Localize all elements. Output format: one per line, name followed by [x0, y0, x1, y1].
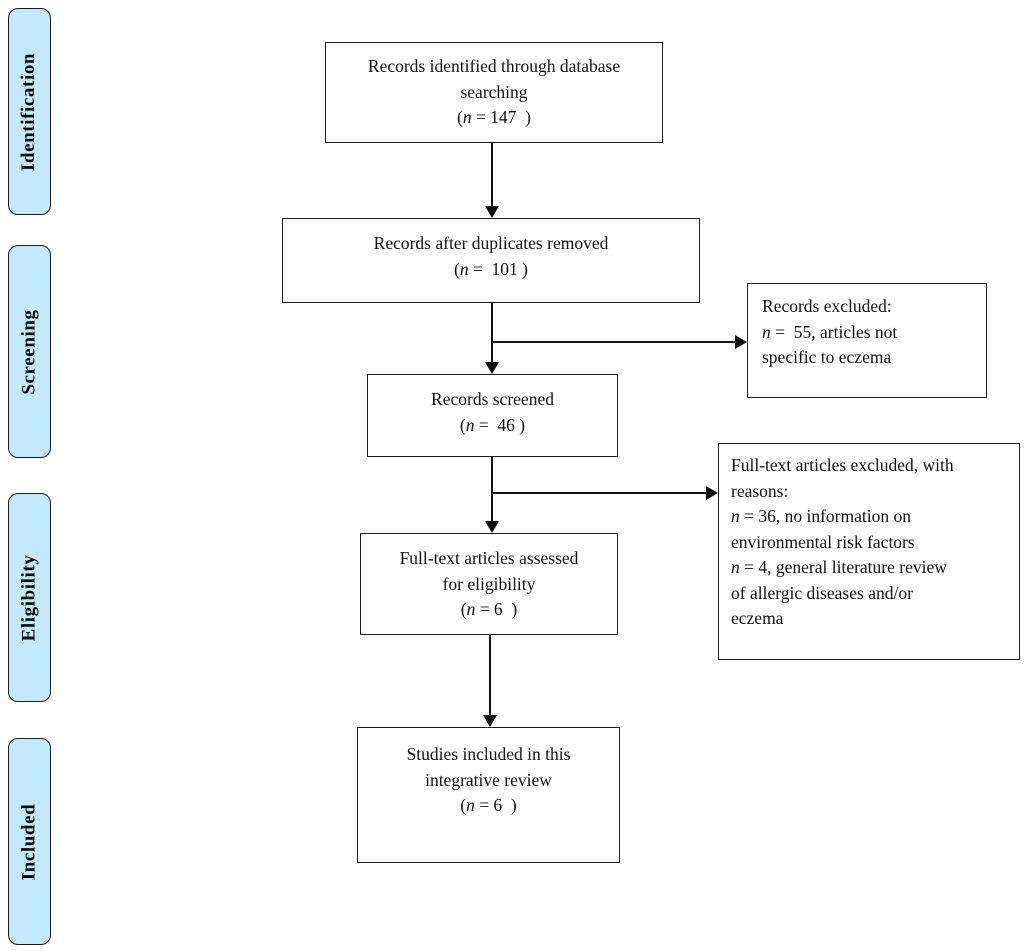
count-line: (n = 101 ): [453, 258, 529, 279]
box-line: Records after duplicates removed: [373, 233, 609, 253]
box-line: n = 36, no information on: [731, 506, 911, 526]
stage-included: Included: [8, 738, 51, 945]
box-line: Records excluded:: [762, 296, 892, 316]
box-records-screened: Records screened (n = 46 ): [367, 374, 618, 457]
stage-screening-label: Screening: [18, 308, 40, 395]
box-line: searching: [460, 81, 528, 102]
arrow-right-icon: [735, 335, 747, 349]
box-line: eczema: [731, 608, 784, 628]
arrow-down-icon: [485, 362, 499, 374]
arrow-down-icon: [483, 715, 497, 727]
arrow-down-icon: [485, 521, 499, 533]
stage-identification-label: Identification: [18, 52, 40, 171]
box-line: n = 55, articles not: [762, 321, 898, 342]
arrow-down-icon: [485, 206, 499, 218]
box-line: for eligibility: [442, 573, 536, 594]
arrow-duplicates-to-screened-line: [491, 303, 493, 363]
box-line: Studies included in this: [406, 744, 571, 764]
box-line: Records identified through database: [367, 56, 621, 76]
arrow-to-fulltext-excluded-line: [492, 492, 707, 494]
box-line: Records screened: [431, 389, 554, 409]
box-line: specific to eczema: [762, 347, 892, 367]
box-studies-included: Studies included in this integrative rev…: [357, 727, 620, 863]
box-line: integrative review: [425, 769, 552, 790]
count-line: (n = 46 ): [459, 414, 526, 435]
stage-eligibility-label: Eligibility: [18, 554, 40, 641]
box-line: n = 4, general literature review: [731, 557, 947, 577]
box-duplicates-removed: Records after duplicates removed (n = 10…: [282, 218, 700, 303]
stage-screening: Screening: [8, 245, 51, 458]
stage-included-label: Included: [18, 803, 40, 880]
count-line: (n = 147 ): [456, 107, 532, 127]
stage-eligibility: Eligibility: [8, 493, 51, 702]
count-line: (n = 6 ): [460, 599, 518, 619]
box-line: of allergic diseases and/or: [731, 582, 913, 603]
arrow-identified-to-duplicates-line: [491, 143, 493, 207]
box-records-identified: Records identified through database sear…: [325, 42, 663, 143]
box-fulltext-assessed: Full-text articles assessed for eligibil…: [360, 533, 618, 635]
stage-identification: Identification: [8, 8, 51, 215]
box-fulltext-excluded: Full-text articles excluded, with reason…: [718, 443, 1020, 660]
box-line: environmental risk factors: [731, 531, 915, 552]
box-line: Full-text articles assessed: [399, 548, 579, 568]
arrow-assessed-to-included-line: [489, 635, 491, 716]
arrow-right-icon: [706, 486, 718, 500]
box-line: Full-text articles excluded, with: [731, 455, 954, 475]
count-line: (n = 6 ): [460, 795, 517, 815]
arrow-screened-to-assessed-line: [491, 457, 493, 522]
arrow-to-records-excluded-line: [492, 341, 736, 343]
box-line: reasons:: [731, 480, 789, 501]
box-records-excluded: Records excluded: n = 55, articles not s…: [747, 283, 987, 398]
